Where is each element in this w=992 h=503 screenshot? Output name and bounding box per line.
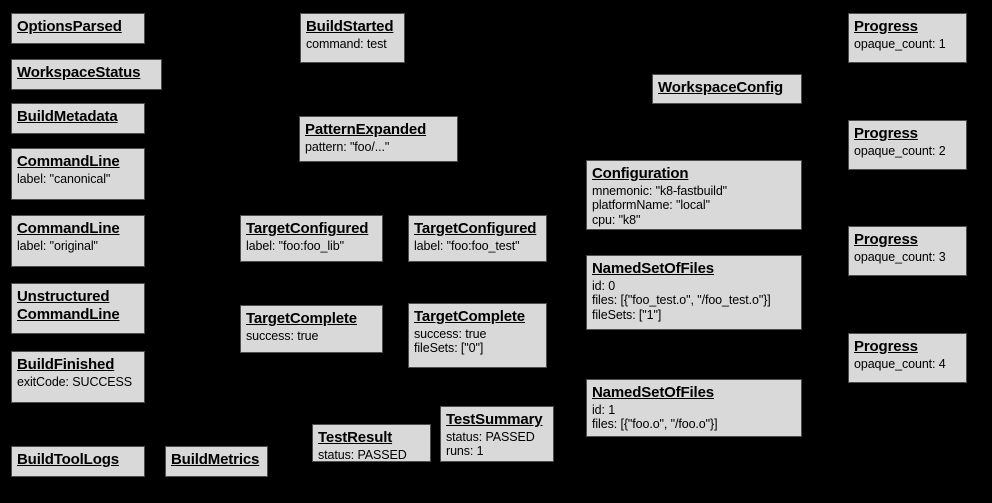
node-attribute: exitCode: SUCCESS: [17, 374, 133, 389]
node-attribute: id: 0: [592, 278, 616, 293]
event-node-build-metrics[interactable]: BuildMetrics: [165, 446, 268, 477]
node-attributes: success: true: [246, 329, 377, 344]
node-attribute: status: PASSED: [446, 429, 535, 444]
node-title-line: Unstructured: [17, 288, 110, 305]
node-attribute: opaque_count: 4: [854, 356, 946, 371]
node-title: WorkspaceStatus: [17, 64, 141, 81]
node-title: PatternExpanded: [305, 121, 427, 138]
node-attributes: mnemonic: "k8-fastbuild"platformName: "l…: [592, 184, 796, 228]
node-attributes: command: test: [306, 37, 399, 52]
node-attribute: label: "foo:foo_test": [414, 238, 520, 253]
event-node-build-tool-logs[interactable]: BuildToolLogs: [11, 446, 145, 477]
node-attribute: success: true: [246, 328, 319, 343]
node-title: BuildToolLogs: [17, 451, 119, 468]
node-title: Progress: [854, 18, 918, 35]
node-title: CommandLine: [17, 153, 120, 170]
event-node-options-parsed[interactable]: OptionsParsed: [11, 13, 145, 44]
node-attribute: runs: 1: [446, 444, 484, 459]
node-attributes: pattern: "foo/...": [305, 140, 452, 155]
node-title: NamedSetOfFiles: [592, 384, 714, 401]
node-attribute: pattern: "foo/...": [305, 139, 390, 154]
node-title: BuildFinished: [17, 356, 115, 373]
node-attributes: label: "foo:foo_test": [414, 239, 541, 254]
node-title: BuildMetadata: [17, 108, 118, 125]
node-attributes: label: "canonical": [17, 172, 139, 187]
node-attribute: cpu: "k8": [592, 213, 641, 228]
node-attribute: opaque_count: 3: [854, 249, 946, 264]
node-attribute: mnemonic: "k8-fastbuild": [592, 183, 728, 198]
node-attribute: files: [{"foo.o", "/foo.o"}]: [592, 417, 718, 432]
node-attribute: success: true: [414, 326, 487, 341]
node-title: Configuration: [592, 165, 689, 182]
node-attributes: status: PASSED: [318, 448, 425, 463]
node-attributes: label: "foo:foo_lib": [246, 239, 377, 254]
node-title: TestSummary: [446, 411, 543, 428]
node-attribute: opaque_count: 2: [854, 143, 946, 158]
node-title: TargetConfigured: [246, 220, 369, 237]
node-title: TargetComplete: [246, 310, 357, 327]
node-attributes: opaque_count: 4: [854, 357, 961, 372]
node-title: NamedSetOfFiles: [592, 260, 714, 277]
event-node-workspace-config[interactable]: WorkspaceConfig: [652, 74, 802, 104]
node-attribute: fileSets: ["1"]: [592, 308, 662, 323]
node-attribute: command: test: [306, 36, 387, 51]
event-node-build-metadata[interactable]: BuildMetadata: [11, 103, 145, 134]
node-attribute: label: "original": [17, 238, 98, 253]
node-title: Progress: [854, 231, 918, 248]
node-attributes: opaque_count: 2: [854, 144, 961, 159]
node-title: Progress: [854, 125, 918, 142]
node-title: TestResult: [318, 429, 393, 446]
node-title: TargetConfigured: [414, 220, 537, 237]
node-attribute: files: [{"foo_test.o", "/foo_test.o"}]: [592, 293, 771, 308]
node-attribute: label: "foo:foo_lib": [246, 238, 344, 253]
node-title: OptionsParsed: [17, 18, 122, 35]
node-attributes: label: "original": [17, 239, 139, 254]
node-attribute: label: "canonical": [17, 171, 111, 186]
node-title: WorkspaceConfig: [658, 79, 783, 96]
node-attribute: opaque_count: 1: [854, 36, 946, 51]
node-attribute: fileSets: ["0"]: [414, 341, 484, 356]
node-attribute: platformName: "local": [592, 198, 710, 213]
node-attribute: status: PASSED: [318, 447, 407, 462]
node-title-line: CommandLine: [17, 305, 120, 323]
node-attributes: opaque_count: 1: [854, 37, 961, 52]
node-title: Progress: [854, 338, 918, 355]
node-title: CommandLine: [17, 220, 120, 237]
event-node-workspace-status[interactable]: WorkspaceStatus: [11, 59, 162, 90]
node-title: TargetComplete: [414, 308, 525, 325]
node-attribute: id: 1: [592, 402, 616, 417]
node-title: BuildStarted: [306, 18, 394, 35]
node-attributes: opaque_count: 3: [854, 250, 961, 265]
node-title: BuildMetrics: [171, 451, 260, 468]
node-attributes: exitCode: SUCCESS: [17, 375, 139, 390]
